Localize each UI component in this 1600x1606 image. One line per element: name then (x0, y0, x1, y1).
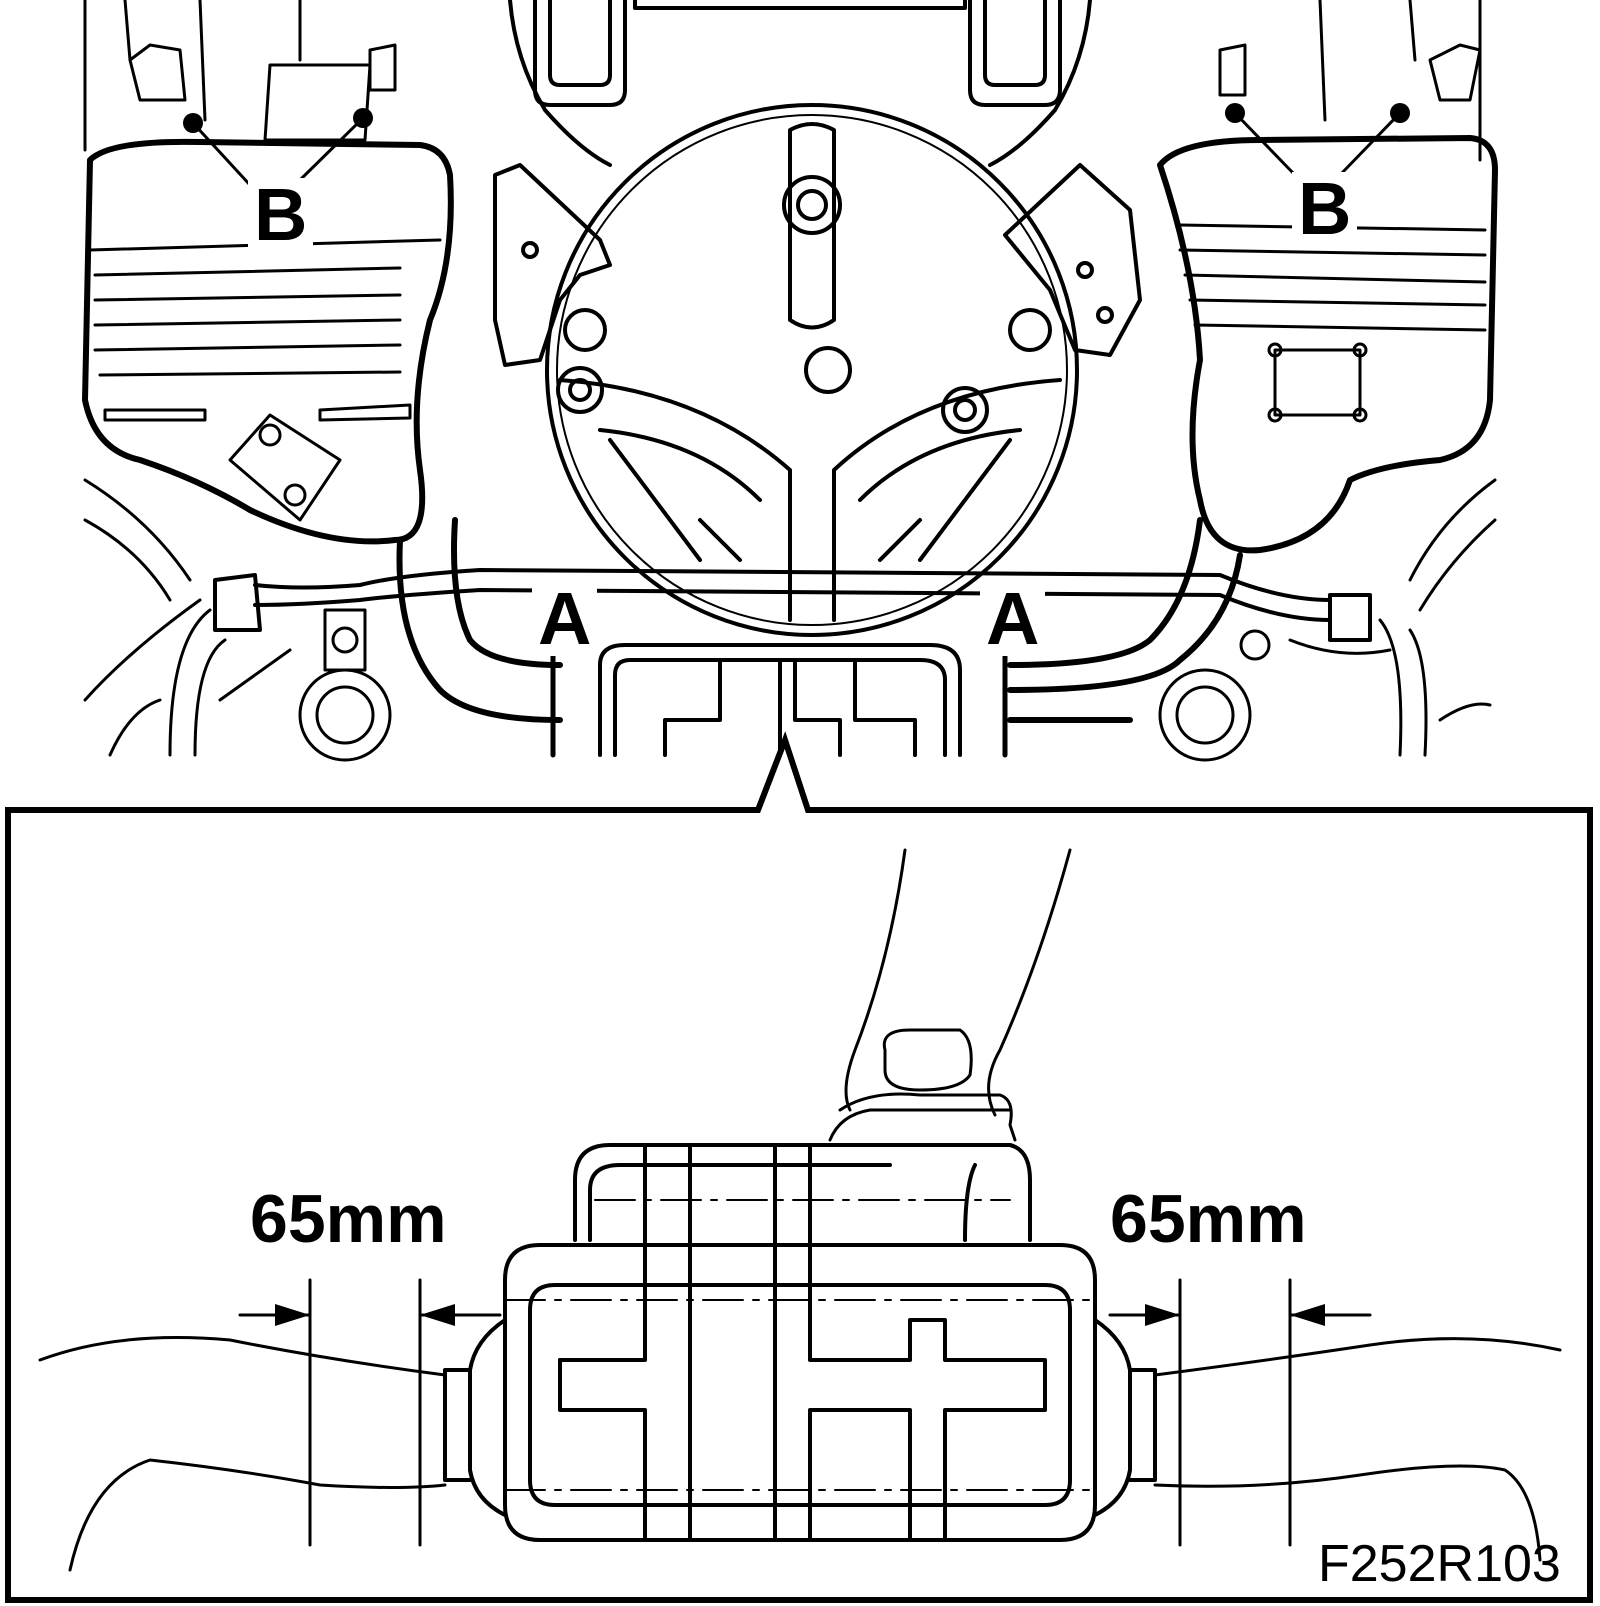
callout-b-right: B (1292, 172, 1358, 246)
right-b-point-2 (1390, 103, 1410, 123)
left-b-point-1 (183, 113, 203, 133)
dimension-arrowheads (275, 1304, 1325, 1326)
detail-inset (5, 731, 1593, 1603)
callout-a-left: A (532, 582, 598, 656)
left-b-leaders (191, 116, 365, 187)
center-catalyst (598, 643, 962, 757)
dimension-label-right: 65mm (1110, 1181, 1307, 1257)
suspension-details (83, 478, 1497, 762)
left-b-point-2 (353, 108, 373, 128)
dimension-label-left: 65mm (250, 1181, 447, 1257)
callout-b-left: B (248, 178, 314, 252)
left-silencer (82, 138, 454, 545)
rear-axle-assembly (493, 0, 1142, 637)
overview-view (82, 0, 1498, 762)
stabilizer-bar (213, 568, 1372, 642)
dashed-guides (504, 1199, 1096, 1491)
inlet-pipe (828, 848, 1072, 1142)
figure-id: F252R103 (1318, 1535, 1561, 1593)
right-silencer (1157, 135, 1498, 554)
right-silencer-ribs (1178, 0, 1487, 423)
dimension-lines (238, 1278, 1372, 1547)
callout-a-right: A (980, 582, 1046, 656)
inset-frame (5, 731, 1593, 1603)
exhaust-pipes (396, 517, 1243, 723)
left-silencer-ribs (83, 0, 442, 522)
cut-marks-a (550, 642, 1008, 758)
catalyst-body (443, 1143, 1157, 1542)
right-b-leaders (1233, 111, 1402, 177)
inset-pipes (38, 1336, 1562, 1572)
right-b-point-1 (1225, 103, 1245, 123)
